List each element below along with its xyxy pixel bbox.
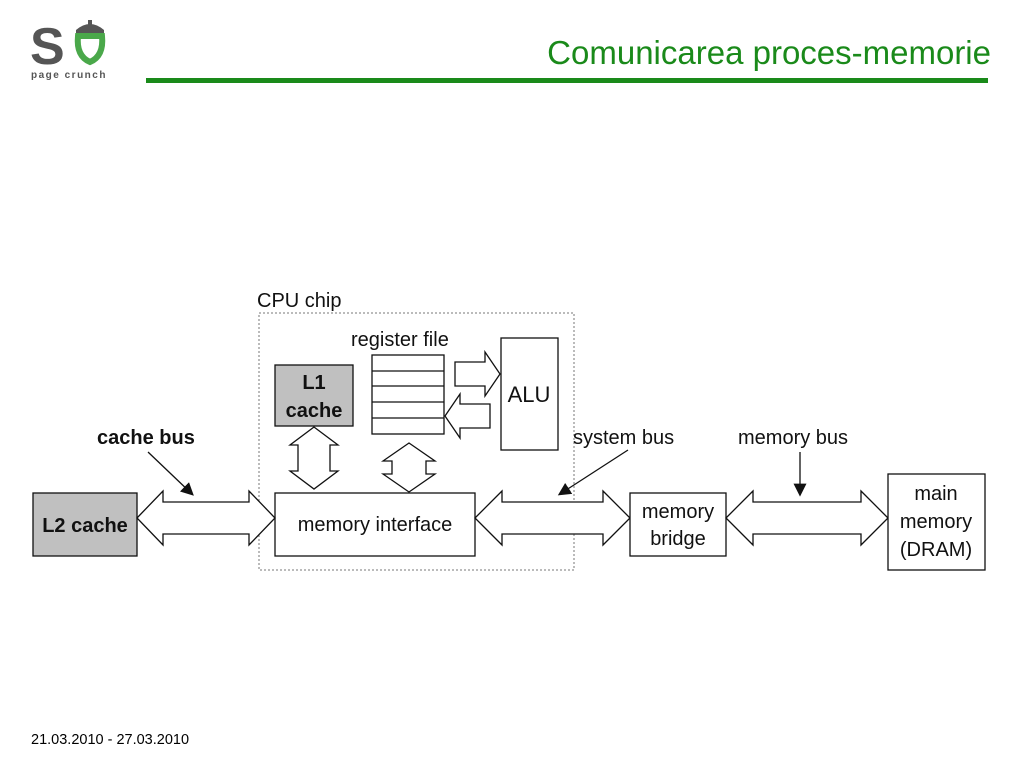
main-memory-box	[887, 473, 986, 571]
cpu-chip-boundary	[258, 312, 575, 571]
main-memory-label-line1: main	[914, 483, 957, 505]
title-underline	[146, 78, 988, 83]
memory-bus-label: memory bus	[738, 427, 848, 449]
l2-cache-label: L2 cache	[42, 515, 128, 537]
system-bus-label: system bus	[573, 427, 674, 449]
memory-bridge-label-line2: bridge	[650, 528, 706, 550]
cache-bus-label: cache bus	[97, 427, 195, 449]
acorn-logo-icon: S	[30, 18, 106, 76]
register-file-label: register file	[351, 329, 449, 351]
l1-memory-interface-arrow	[288, 426, 340, 490]
main-memory-label-line2: memory	[900, 511, 972, 533]
alu-to-register-arrow	[444, 391, 491, 441]
register-to-alu-arrow	[454, 349, 501, 399]
memory-interface-box	[274, 492, 476, 557]
l1-cache-label-line1: L1	[302, 372, 325, 394]
system-bus-arrow	[474, 489, 631, 547]
main-memory-label-line3: (DRAM)	[900, 539, 972, 561]
l1-cache-box	[274, 364, 354, 427]
register-memory-interface-arrow	[380, 442, 438, 493]
svg-text:S: S	[30, 18, 65, 72]
page-crunch-logo: S	[30, 16, 120, 86]
memory-interface-label: memory interface	[298, 514, 453, 536]
memory-bus-arrow	[725, 489, 889, 547]
cache-bus-pointer	[147, 451, 194, 496]
alu-box	[500, 337, 559, 451]
l2-cache-box	[32, 492, 138, 557]
alu-label: ALU	[508, 382, 551, 407]
logo-wordmark: page crunch	[31, 70, 107, 81]
slide-title: Comunicarea proces-memorie	[547, 34, 991, 71]
system-bus-pointer	[557, 449, 629, 496]
memory-bridge-box	[629, 492, 727, 557]
l1-cache-label-line2: cache	[286, 400, 343, 422]
memory-bridge-label-line1: memory	[642, 501, 714, 523]
cache-bus-arrow	[136, 489, 276, 547]
cpu-chip-label: CPU chip	[257, 290, 341, 312]
register-file	[371, 354, 445, 435]
footer-date-range: 21.03.2010 - 27.03.2010	[31, 732, 190, 748]
